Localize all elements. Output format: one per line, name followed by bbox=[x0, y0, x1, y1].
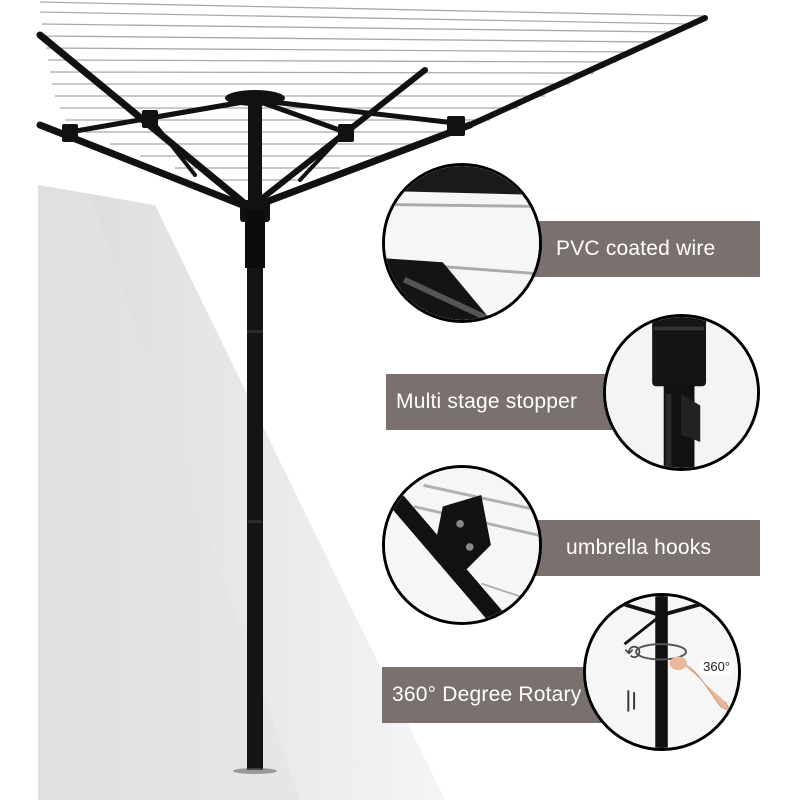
callout-text-pvc-wire: PVC coated wire bbox=[556, 237, 716, 260]
zoom-circle-pvc-wire bbox=[382, 163, 542, 323]
zoom-circle-stopper bbox=[603, 314, 760, 471]
support-pole bbox=[247, 210, 263, 770]
rotary-badge: 360° bbox=[699, 658, 734, 675]
callout-label-stopper: Multi stage stopper bbox=[386, 374, 616, 430]
airer-arms bbox=[36, 15, 708, 212]
callout-text-rotary: 360° Degree Rotary bbox=[392, 683, 582, 706]
zoom-circle-umbrella-hooks bbox=[382, 465, 542, 625]
zoom-circle-rotary: 360° ⟲ bbox=[583, 593, 741, 751]
callout-label-umbrella-hooks: umbrella hooks bbox=[530, 520, 760, 576]
line-wires bbox=[39, 1, 706, 181]
callout-text-stopper: Multi stage stopper bbox=[396, 390, 578, 413]
callout-label-rotary: 360° Degree Rotary bbox=[382, 667, 602, 723]
callout-label-pvc-wire: PVC coated wire bbox=[520, 221, 760, 277]
rotate-icon: ⟲ bbox=[624, 642, 641, 664]
callout-text-umbrella-hooks: umbrella hooks bbox=[566, 536, 712, 559]
